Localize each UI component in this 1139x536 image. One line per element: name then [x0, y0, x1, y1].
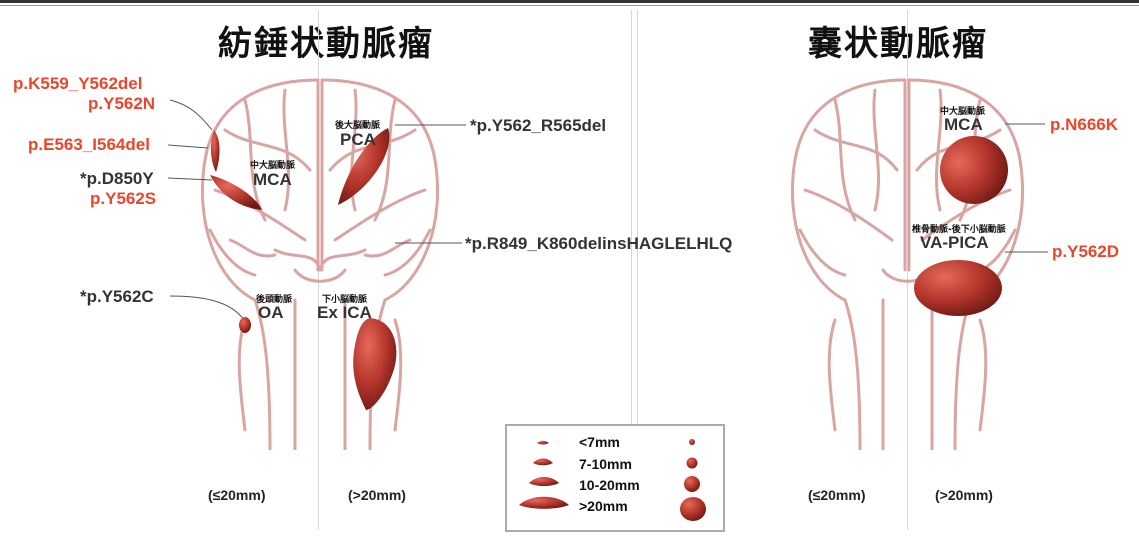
- leader-d850y: [168, 178, 212, 180]
- legend-saccular-gt20: [680, 497, 706, 521]
- mutation-y562n: p.Y562N: [88, 95, 155, 113]
- legend-fusiform-7-10: [533, 459, 553, 466]
- aneurysm-oa-small: [239, 317, 251, 333]
- aneurysm-mca-saccular: [929, 125, 1019, 215]
- leader-y562c: [170, 296, 244, 320]
- aneurysm-ex-ica: [353, 318, 396, 410]
- mutation-y562-r565del: *p.Y562_R565del: [470, 117, 606, 135]
- mutation-e563-i564del: p.E563_I564del: [28, 136, 150, 154]
- fusiform-size-small: (≤20mm): [208, 487, 265, 503]
- region-pca-en: PCA: [340, 130, 376, 150]
- aneurysm-va-pica-saccular: [914, 260, 1002, 316]
- region-ex-ica-en: Ex ICA: [317, 303, 372, 323]
- mutation-y562d: p.Y562D: [1052, 243, 1119, 261]
- legend-saccular-7-10: [687, 458, 698, 469]
- leader-k559: [170, 100, 212, 130]
- legend-label-7-10: 7-10mm: [579, 456, 632, 472]
- mutation-k559-y562del: p.K559_Y562del: [13, 75, 142, 93]
- size-legend: <7mm 7-10mm 10-20mm >20mm: [505, 424, 725, 532]
- aneurysm-mca-fusiform-1: [211, 130, 220, 172]
- legend-label-lt7: <7mm: [579, 434, 620, 450]
- legend-label-gt20: >20mm: [579, 498, 628, 514]
- saccular-size-large: (>20mm): [935, 487, 993, 503]
- region-mca-right-en: MCA: [944, 115, 983, 135]
- legend-saccular-lt7: [689, 439, 695, 445]
- saccular-size-small: (≤20mm): [808, 487, 865, 503]
- mutation-y562s: p.Y562S: [90, 190, 156, 208]
- mutation-y562c: *p.Y562C: [80, 288, 154, 306]
- mutation-r849-k860delins: *p.R849_K860delinsHAGLELHLQ: [465, 235, 732, 253]
- region-va-pica-en: VA-PICA: [920, 233, 989, 253]
- legend-fusiform-10-20: [529, 477, 559, 486]
- leader-e563: [168, 145, 208, 148]
- legend-label-10-20: 10-20mm: [579, 477, 640, 493]
- region-oa-en: OA: [258, 303, 284, 323]
- legend-fusiform-lt7: [537, 441, 549, 445]
- legend-fusiform-gt20: [519, 497, 569, 509]
- region-mca-left-en: MCA: [253, 170, 292, 190]
- mutation-n666k: p.N666K: [1050, 116, 1118, 134]
- mutation-d850y: *p.D850Y: [80, 170, 154, 188]
- fusiform-size-large: (>20mm): [348, 487, 406, 503]
- legend-saccular-10-20: [684, 476, 700, 492]
